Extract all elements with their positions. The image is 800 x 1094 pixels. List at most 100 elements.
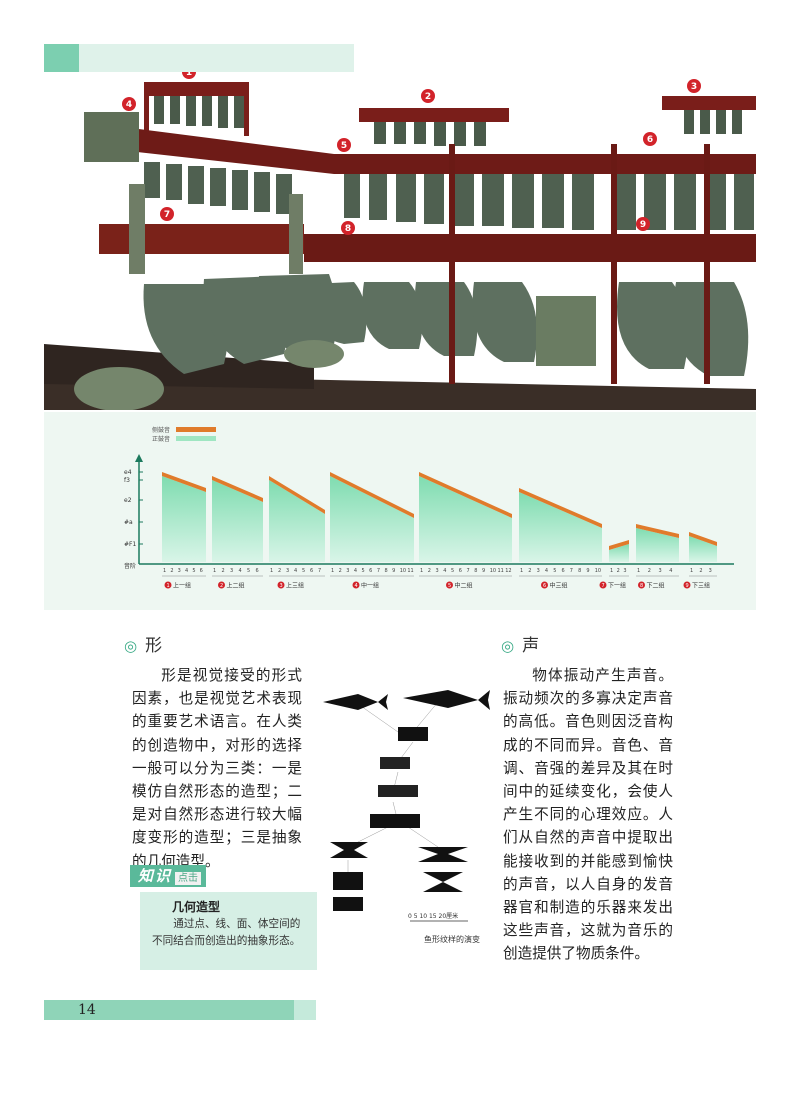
group-marker-number: 9 [686,583,689,589]
svg-text:0 5 10 15 20厘米: 0 5 10 15 20厘米 [408,912,458,920]
bells-photo: 1 2 3 4 5 6 7 8 9 [44,44,756,410]
x-tick-label: 1 [420,568,423,574]
y-tick-label: f3 [124,477,130,484]
photo-marker-4: 4 [122,97,136,111]
section-title-shape: 形 [145,636,167,656]
x-tick-label: 4 [354,568,357,574]
x-tick-label: 2 [222,568,225,574]
fish-pattern-9 [333,872,363,890]
x-tick-label: 3 [178,568,181,574]
photo-marker-6: 6 [643,132,657,146]
x-tick-label: 2 [648,568,651,574]
x-tick-label: 6 [200,568,203,574]
x-tick-label: 12 [505,568,511,574]
group-label: 中二组 [455,582,473,590]
group-label: 中一组 [361,582,379,590]
group-marker-number: 7 [602,583,605,589]
legend-front-label: 正鼓音 [152,435,170,443]
fish-pattern-5 [378,785,418,797]
x-tick-label: 5 [451,568,454,574]
x-tick-label: 1 [331,568,334,574]
x-tick-label: 2 [339,568,342,574]
x-tick-label: 4 [443,568,446,574]
x-tick-label: 11 [407,568,413,574]
group-marker-icon [683,581,691,589]
svg-text:2: 2 [425,92,431,102]
fish-pattern-1 [323,694,388,710]
ring-bullet-icon: ◎ [501,637,519,655]
side-tone-band [269,476,325,514]
x-tick-label: 7 [467,568,470,574]
fish-pattern-11 [333,897,363,911]
section-heading-sound: ◎声 [501,631,543,656]
front-tone-area [419,476,512,562]
svg-text:7: 7 [164,210,170,220]
group-marker-icon [638,581,645,589]
x-tick-label: 2 [528,568,531,574]
svg-text:4: 4 [126,100,132,110]
x-tick-label: 3 [230,568,233,574]
x-tick-label: 3 [623,568,626,574]
knowledge-title: 几何造型 [172,900,221,914]
fish-pattern-8 [418,847,468,862]
fish-pattern-4 [380,757,410,769]
side-tone-band [609,540,629,550]
fish-pattern-2 [403,690,490,710]
group-label: 上一组 [173,582,191,590]
knowledge-box: 知识点击 几何造型 通过点、线、面、体空间的不同结合而创造出的抽象形态。 [130,865,317,970]
x-tick-label: 3 [537,568,540,574]
x-tick-label: 6 [256,568,259,574]
section-heading-shape: ◎形 [124,631,166,656]
group-marker-number: 1 [167,583,170,589]
y-tick-label: e2 [124,497,132,504]
header-decor-green [44,44,79,72]
group-marker-icon [164,581,172,589]
knowledge-banner-title: 知识 [138,867,173,885]
x-tick-label: 9 [482,568,485,574]
x-tick-label: 2 [699,568,702,574]
x-tick-label: 4 [294,568,297,574]
svg-text:1: 1 [186,68,192,78]
x-tick-label: 11 [498,568,504,574]
x-tick-label: 3 [436,568,439,574]
knowledge-banner: 知识点击 [130,865,206,887]
side-tone-band [419,472,512,518]
x-tick-label: 2 [617,568,620,574]
y-tick-label: #a [124,519,133,526]
knowledge-banner-tag: 点击 [175,872,202,885]
side-tone-band [519,488,602,528]
fish-pattern-7 [330,842,368,858]
front-tone-area [689,536,717,562]
x-tick-label: 8 [384,568,387,574]
x-tick-label: 2 [278,568,281,574]
x-tick-label: 4 [239,568,242,574]
group-marker-icon [541,581,548,589]
legend-side-swatch [176,427,216,432]
x-tick-label: 5 [247,568,250,574]
x-tick-label: 5 [362,568,365,574]
svg-text:6: 6 [647,135,653,145]
x-tick-label: 3 [286,568,289,574]
x-tick-label: 4 [669,568,672,574]
front-tone-area [212,480,263,562]
svg-text:9: 9 [640,220,646,230]
group-marker-number: 4 [355,583,358,589]
front-tone-area [636,528,679,562]
front-tone-area [269,480,325,562]
x-axis-label: 音阶 [124,562,136,570]
fish-pattern-3 [398,727,428,741]
svg-text:8: 8 [345,224,351,234]
section-title-sound: 声 [522,636,544,656]
side-tone-band [689,532,717,546]
fish-figure-caption: 鱼形纹样的演变 [424,935,480,944]
group-label: 下三组 [692,582,710,590]
group-marker-icon [446,581,453,589]
fish-pattern-10 [423,872,463,892]
group-marker-number: 2 [220,583,223,589]
group-label: 下一组 [608,582,626,590]
legend-side-label: 侧鼓音 [152,426,170,434]
footer-bar [44,1000,294,1020]
ring-bullet-icon: ◎ [124,637,142,655]
x-tick-label: 1 [213,568,216,574]
x-tick-label: 3 [659,568,662,574]
